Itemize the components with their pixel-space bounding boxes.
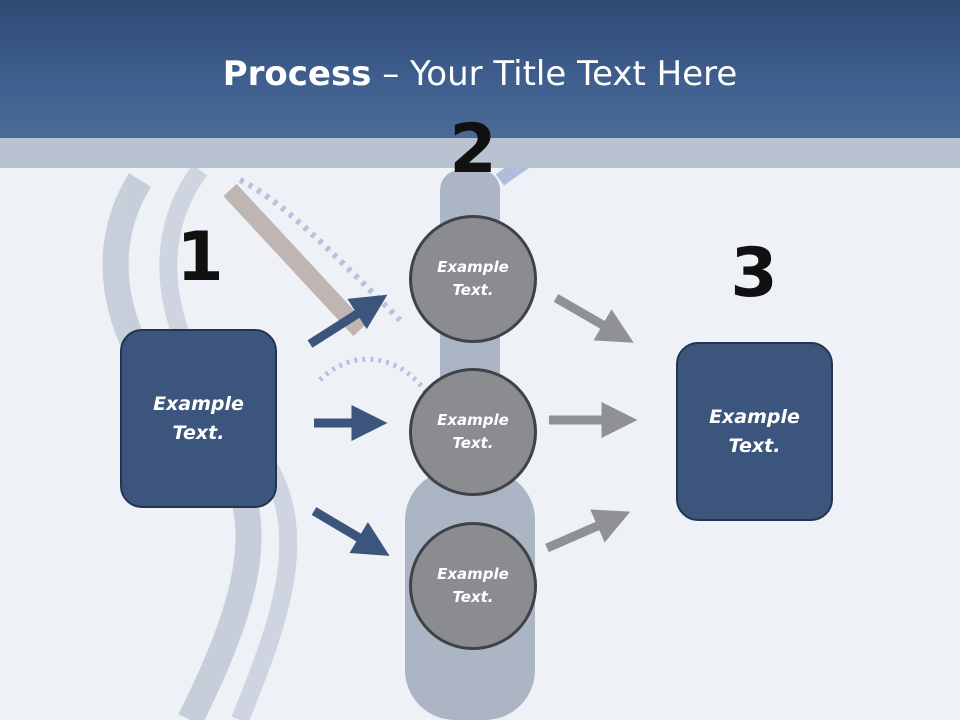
- step-number-1: 1: [176, 218, 224, 297]
- header-band: [0, 0, 960, 138]
- page-title: Process – Your Title Text Here: [0, 52, 960, 96]
- circle-text-top: Example Text.: [437, 258, 509, 299]
- right-step-text: Example Text.: [709, 405, 800, 457]
- process-circle-top: Example Text.: [409, 215, 537, 343]
- step-number-3: 3: [730, 234, 778, 313]
- process-circle-middle: Example Text.: [409, 368, 537, 496]
- header-stripe: [0, 138, 960, 168]
- step-number-2: 2: [449, 110, 497, 189]
- left-step-text: Example Text.: [153, 392, 244, 444]
- arrow-bottom-to-right: [545, 509, 631, 553]
- process-circle-bottom: Example Text.: [409, 522, 537, 650]
- right-step-box: Example Text.: [676, 342, 833, 521]
- circle-text-middle: Example Text.: [437, 411, 509, 452]
- left-step-box: Example Text.: [120, 329, 277, 508]
- circle-text-bottom: Example Text.: [437, 565, 509, 606]
- arrow-left-to-top: [307, 294, 388, 348]
- title-rest: – Your Title Text Here: [371, 54, 738, 94]
- title-bold: Process: [222, 54, 372, 94]
- arrow-left-to-bottom: [311, 507, 390, 556]
- arrow-top-to-right: [553, 294, 634, 343]
